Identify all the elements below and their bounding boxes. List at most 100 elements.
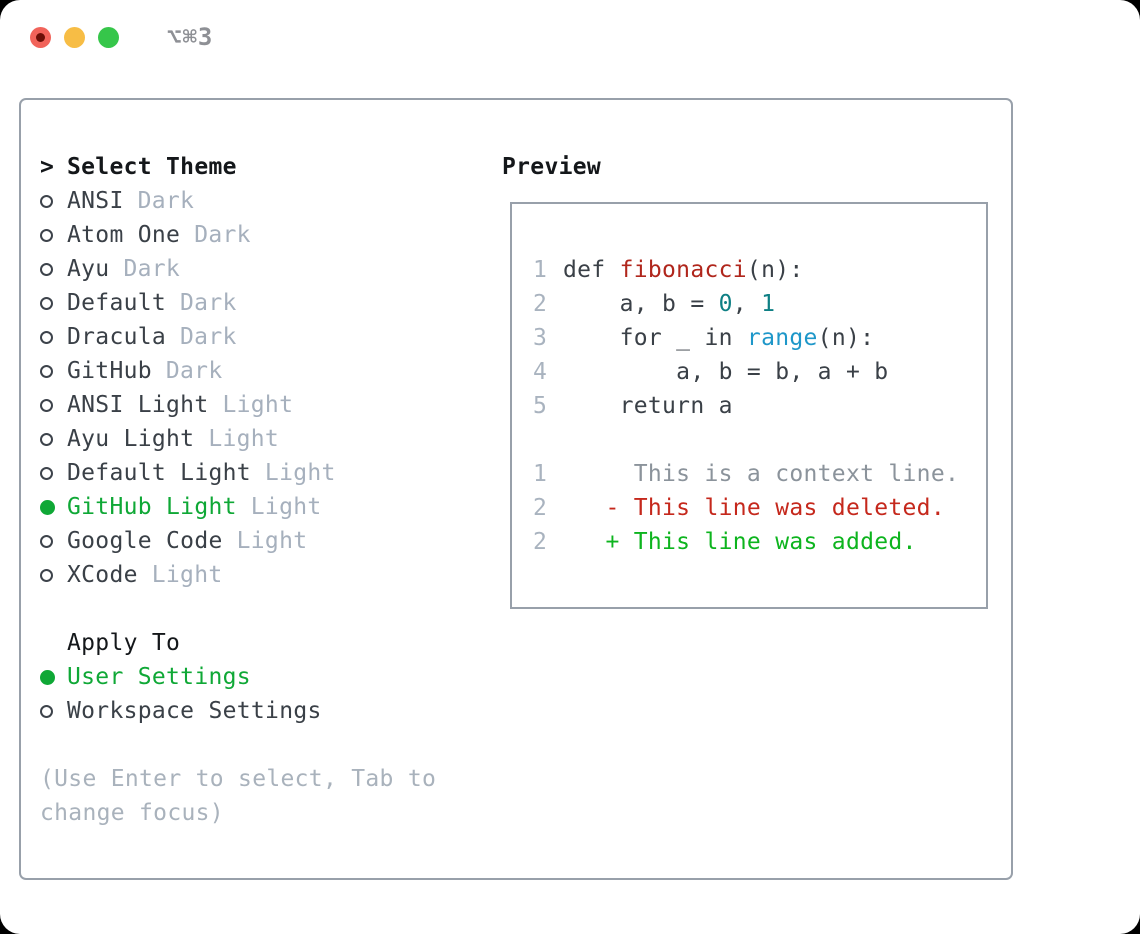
- code-segment-plain: ,: [732, 291, 762, 317]
- line-number: 2: [533, 291, 548, 317]
- radio-icon: [40, 364, 53, 378]
- code-segment-plain: return a: [563, 393, 733, 419]
- line-number: 1: [533, 461, 548, 487]
- line-number: 3: [533, 325, 548, 351]
- diff-block: 1 This is a context line.2 - This line w…: [533, 457, 986, 559]
- code-line: 3 for _ in range(n):: [533, 321, 986, 355]
- theme-option-label: XCode: [67, 562, 138, 588]
- apply-option-label: Workspace Settings: [67, 698, 322, 724]
- code-line: 2 a, b = 0, 1: [533, 287, 986, 321]
- apply-to-header: Apply To: [40, 626, 490, 660]
- cursor-marker: >: [40, 154, 55, 180]
- code-line: 2 - This line was deleted.: [533, 491, 986, 525]
- code-segment-plain: a, b = b, a + b: [563, 359, 889, 385]
- theme-variant-tag: Light: [208, 426, 280, 452]
- line-number: 2: [533, 495, 548, 521]
- radio-icon: [40, 432, 53, 446]
- theme-option-xcode[interactable]: XCode Light: [40, 558, 490, 592]
- titlebar-traffic-lights: [30, 27, 119, 48]
- code-text: return a: [563, 393, 733, 419]
- apply-option-workspace-settings[interactable]: Workspace Settings: [40, 694, 490, 728]
- code-line: 1 This is a context line.: [533, 457, 986, 491]
- theme-variant-tag: Light: [151, 562, 223, 588]
- theme-variant-tag: Dark: [165, 358, 223, 384]
- radio-icon: [40, 262, 53, 276]
- radio-icon: [40, 228, 53, 242]
- theme-option-label: Dracula: [67, 324, 167, 350]
- hint-text-line1: (Use Enter to select, Tab to: [40, 766, 437, 792]
- code-segment-added: + This line was added.: [563, 529, 917, 555]
- code-segment-plain: for _ in: [563, 325, 747, 351]
- code-text: This is a context line.: [563, 461, 959, 487]
- apply-option-label: User Settings: [67, 664, 251, 690]
- maximize-button[interactable]: [98, 27, 119, 48]
- theme-variant-tag: Dark: [137, 188, 195, 214]
- apply-option-user-settings[interactable]: User Settings: [40, 660, 490, 694]
- code-segment-number: 1: [761, 291, 776, 317]
- radio-icon: [40, 330, 53, 344]
- code-segment-number: 0: [718, 291, 733, 317]
- line-number: 1: [533, 257, 548, 283]
- code-line: 1 def fibonacci(n):: [533, 253, 986, 287]
- radio-icon: [40, 296, 53, 310]
- minimize-button[interactable]: [64, 27, 85, 48]
- code-line: 5 return a: [533, 389, 986, 423]
- hint-text-line2: change focus): [40, 800, 224, 826]
- theme-option-label: Default Light: [67, 460, 251, 486]
- preview-title: Preview: [502, 154, 602, 180]
- theme-option-github-light[interactable]: GitHub Light Light: [40, 490, 490, 524]
- code-text: a, b = 0, 1: [563, 291, 775, 317]
- spacer: [40, 728, 490, 762]
- code-segment-func: fibonacci: [619, 257, 747, 283]
- theme-variant-tag: Light: [250, 494, 322, 520]
- code-segment-deleted: - This line was deleted.: [563, 495, 945, 521]
- close-button[interactable]: [30, 27, 51, 48]
- code-segment-context: This is a context line.: [563, 461, 960, 487]
- code-text: a, b = b, a + b: [563, 359, 888, 385]
- line-number: 2: [533, 529, 548, 555]
- code-line: 2 + This line was added.: [533, 525, 986, 559]
- line-number: 4: [533, 359, 548, 385]
- code-segment-plain: (n):: [746, 257, 804, 283]
- radio-icon: [40, 466, 53, 480]
- code-text: + This line was added.: [563, 529, 917, 555]
- theme-option-label: Atom One: [67, 222, 181, 248]
- theme-option-label: ANSI: [67, 188, 124, 214]
- theme-option-default-light[interactable]: Default Light Light: [40, 456, 490, 490]
- window-shortcut-label: ⌥⌘3: [167, 23, 214, 51]
- code-segment-plain: def: [563, 257, 620, 283]
- radio-selected-icon: [40, 669, 55, 685]
- radio-icon: [40, 194, 53, 208]
- spacer: [533, 423, 986, 457]
- line-number: 5: [533, 393, 548, 419]
- theme-option-label: Google Code: [67, 528, 223, 554]
- code-text: for _ in range(n):: [563, 325, 874, 351]
- radio-icon: [40, 534, 53, 548]
- theme-variant-tag: Light: [264, 460, 336, 486]
- theme-option-label: Default: [67, 290, 167, 316]
- apply-to-label: Apply To: [67, 630, 181, 656]
- code-text: def fibonacci(n):: [563, 257, 804, 283]
- theme-option-label: GitHub Light: [67, 494, 237, 520]
- code-segment-plain: (n):: [817, 325, 875, 351]
- theme-option-ansi[interactable]: ANSI Dark: [40, 184, 490, 218]
- code-line: 4 a, b = b, a + b: [533, 355, 986, 389]
- spacer: [40, 592, 490, 626]
